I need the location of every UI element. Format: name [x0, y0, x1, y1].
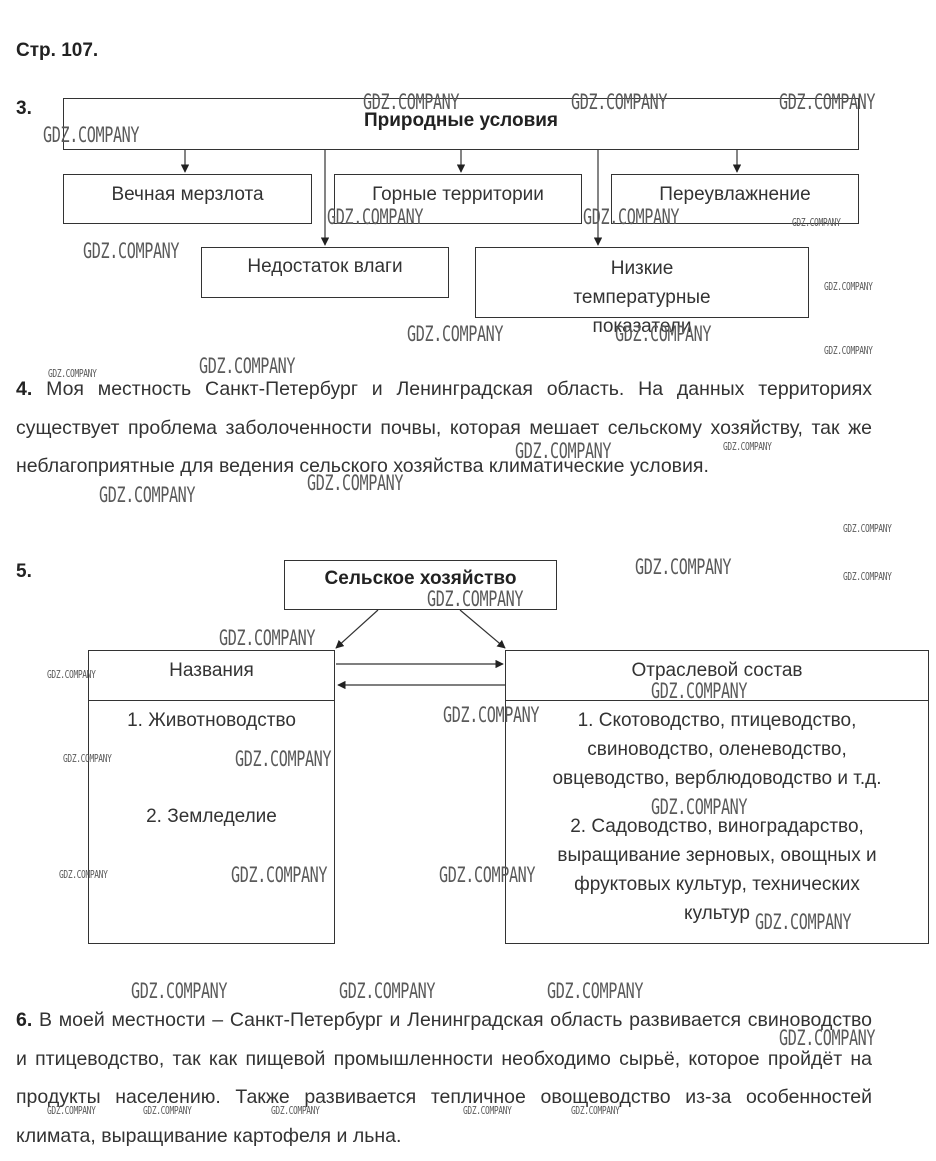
watermark-text: GDZ.COMPANY: [83, 239, 180, 263]
watermark-text: GDZ.COMPANY: [792, 216, 841, 229]
watermark-text: GDZ.COMPANY: [143, 1104, 192, 1117]
task6-text: В моей местности – Санкт-Петербург и Лен…: [16, 1009, 872, 1147]
task5-right-line: фруктовых культур, технических: [574, 874, 860, 895]
watermark-text: GDZ.COMPANY: [131, 979, 228, 1003]
watermark-text: GDZ.COMPANY: [824, 344, 873, 357]
watermark-text: GDZ.COMPANY: [779, 90, 876, 114]
watermark-text: GDZ.COMPANY: [651, 679, 748, 703]
task3-item-label: Переувлажнение: [659, 183, 811, 205]
task5-right-line: свиноводство, оленеводство,: [587, 739, 847, 760]
watermark-text: GDZ.COMPANY: [515, 439, 612, 463]
watermark-text: GDZ.COMPANY: [779, 1026, 876, 1050]
watermark-text: GDZ.COMPANY: [547, 979, 644, 1003]
watermark-text: GDZ.COMPANY: [427, 587, 524, 611]
task3-item-label: Недостаток влаги: [247, 256, 403, 277]
watermark-text: GDZ.COMPANY: [231, 863, 328, 887]
task3-item-low-temperatures: Низкие температурные показатели: [475, 247, 809, 337]
task3-number: 3.: [16, 98, 32, 119]
task4-text: Моя местность Санкт-Петербург и Ленингра…: [16, 378, 873, 477]
task5-root-label: Сельское хозяйство: [324, 567, 517, 589]
task3-item-lack-of-moisture: Недостаток влаги: [201, 247, 449, 298]
watermark-text: GDZ.COMPANY: [755, 910, 852, 934]
task6-number: 6.: [16, 1009, 33, 1031]
task5-left-item-farming: 2. Земледелие: [146, 806, 277, 827]
arrow-to-names: [335, 609, 379, 649]
watermark-text: GDZ.COMPANY: [47, 1104, 96, 1117]
watermark-text: GDZ.COMPANY: [59, 868, 108, 881]
watermark-text: GDZ.COMPANY: [723, 440, 772, 453]
watermark-text: GDZ.COMPANY: [48, 367, 97, 380]
watermark-text: GDZ.COMPANY: [615, 322, 712, 346]
watermark-text: GDZ.COMPANY: [339, 979, 436, 1003]
watermark-text: GDZ.COMPANY: [407, 322, 504, 346]
task5-right-line: выращивание зерновых, овощных и: [557, 845, 877, 866]
task3-item-label: Вечная мерзлота: [111, 183, 264, 205]
watermark-text: GDZ.COMPANY: [843, 570, 892, 583]
task5-number: 5.: [16, 561, 32, 582]
watermark-text: GDZ.COMPANY: [219, 626, 316, 650]
watermark-text: GDZ.COMPANY: [571, 1104, 620, 1117]
arrow-to-branches: [459, 609, 506, 649]
watermark-text: GDZ.COMPANY: [99, 483, 196, 507]
task5-left-header-box: Названия: [88, 650, 335, 701]
task5-right-line: 1. Скотоводство, птицеводство,: [577, 710, 857, 731]
watermark-text: GDZ.COMPANY: [439, 863, 536, 887]
task3-item-label: Низкие температурные показатели: [573, 258, 711, 337]
task3-item-mountains: Горные территории: [334, 174, 582, 224]
watermark-text: GDZ.COMPANY: [43, 123, 140, 147]
watermark-text: GDZ.COMPANY: [199, 354, 296, 378]
task4-number: 4.: [16, 378, 33, 400]
task5-right-line: культур: [684, 903, 750, 924]
task5-right-body-box: [505, 700, 929, 944]
watermark-text: GDZ.COMPANY: [47, 668, 96, 681]
watermark-text: GDZ.COMPANY: [571, 90, 668, 114]
task5-left-body-box: [88, 700, 335, 944]
watermark-text: GDZ.COMPANY: [635, 555, 732, 579]
watermark-text: GDZ.COMPANY: [63, 752, 112, 765]
watermark-text: GDZ.COMPANY: [583, 205, 680, 229]
watermark-text: GDZ.COMPANY: [363, 90, 460, 114]
watermark-text: GDZ.COMPANY: [307, 471, 404, 495]
watermark-text: GDZ.COMPANY: [327, 205, 424, 229]
watermark-text: GDZ.COMPANY: [443, 703, 540, 727]
task3-root-box: Природные условия: [63, 98, 859, 150]
task4-paragraph: 4. Моя местность Санкт-Петербург и Ленин…: [16, 370, 872, 486]
watermark-text: GDZ.COMPANY: [824, 280, 873, 293]
task5-root-box: Сельское хозяйство: [284, 560, 557, 610]
page-header: Стр. 107.: [16, 40, 99, 61]
task5-left-header: Названия: [169, 660, 254, 681]
task5-right-line: 2. Садоводство, виноградарство,: [570, 816, 864, 837]
watermark-text: GDZ.COMPANY: [271, 1104, 320, 1117]
watermark-text: GDZ.COMPANY: [843, 522, 892, 535]
task5-right-header: Отраслевой состав: [631, 660, 803, 681]
task3-root-label: Природные условия: [363, 109, 559, 131]
task5-left-item-livestock: 1. Животноводство: [127, 710, 296, 731]
task5-right-line: овцеводство, верблюдоводство и т.д.: [552, 768, 882, 789]
watermark-text: GDZ.COMPANY: [235, 747, 332, 771]
task3-item-label: Горные территории: [372, 183, 544, 205]
task6-paragraph: 6. В моей местности – Санкт-Петербург и …: [16, 1001, 872, 1155]
watermark-text: GDZ.COMPANY: [463, 1104, 512, 1117]
task3-item-waterlogging: Переувлажнение: [611, 174, 859, 224]
task3-item-permafrost: Вечная мерзлота: [63, 174, 312, 224]
watermark-text: GDZ.COMPANY: [651, 795, 748, 819]
